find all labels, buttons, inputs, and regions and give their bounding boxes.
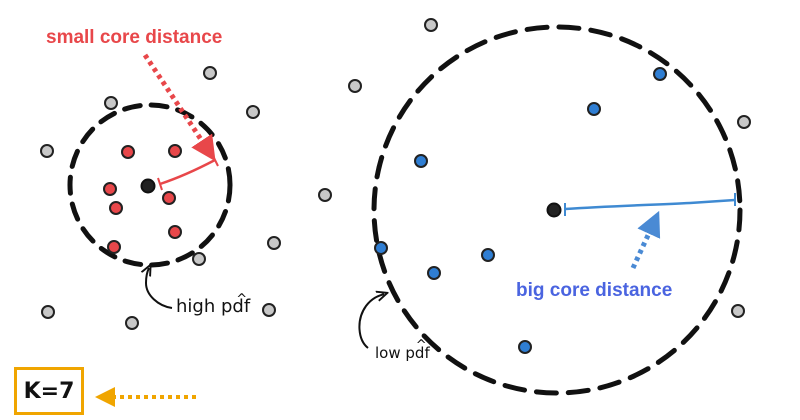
outlier-point — [737, 115, 751, 129]
outlier-point — [125, 316, 139, 330]
outlier-point — [192, 252, 206, 266]
small-core-distance-line — [157, 153, 219, 191]
high-word: high — [176, 296, 216, 317]
neighbor-point-blue — [587, 102, 601, 116]
neighbor-point-blue — [481, 248, 495, 262]
low-pdf-symbol: pdf — [405, 344, 430, 362]
low-pdf-pointer — [358, 294, 384, 349]
big-core-distance-line — [564, 193, 736, 216]
neighbor-point-red — [162, 191, 176, 205]
low-pdf-label: low pdf^ — [375, 338, 441, 362]
outlier-point — [104, 96, 118, 110]
outlier-point — [318, 188, 332, 202]
neighbor-point-blue — [518, 340, 532, 354]
small-core-pointer-arrow — [142, 53, 216, 162]
small-core-distance-label: small core distance — [46, 27, 223, 48]
big-neighbor-points — [374, 67, 667, 354]
low-pdf-hat: ^ — [415, 338, 427, 353]
outlier-point — [267, 236, 281, 250]
high-pdf-hat: ^ — [236, 292, 248, 307]
small-neighbor-points — [103, 144, 182, 254]
outlier-points — [40, 18, 751, 330]
neighbor-point-red — [107, 240, 121, 254]
big-core-distance-label: big core distance — [516, 280, 673, 301]
outlier-point — [731, 304, 745, 318]
neighbor-point-red — [168, 225, 182, 239]
big-core-pointer-arrow — [630, 210, 661, 270]
outlier-point — [262, 303, 276, 317]
outlier-point — [246, 105, 260, 119]
neighbor-point-red — [168, 144, 182, 158]
big-core-point — [546, 202, 562, 218]
neighbor-point-blue — [653, 67, 667, 81]
outlier-point — [424, 18, 438, 32]
big-neighborhood-circle — [371, 24, 743, 396]
high-pdf-symbol: pdf — [220, 296, 251, 317]
neighbor-point-blue — [427, 266, 441, 280]
neighbor-point-red — [103, 182, 117, 196]
neighbor-point-blue — [414, 154, 428, 168]
k-value-text: K=7 — [23, 378, 75, 404]
outlier-point — [41, 305, 55, 319]
neighbor-point-red — [121, 145, 135, 159]
neighbor-point-red — [109, 201, 123, 215]
low-word: low — [375, 344, 401, 362]
outlier-point — [203, 66, 217, 80]
neighbor-point-blue — [374, 241, 388, 255]
small-core-point — [140, 178, 156, 194]
outlier-point — [348, 79, 362, 93]
outlier-point — [40, 144, 54, 158]
high-pdf-label: high pdf^ — [176, 292, 261, 317]
high-pdf-pointer — [146, 268, 173, 309]
k-parameter-box: K=7 — [14, 367, 84, 415]
